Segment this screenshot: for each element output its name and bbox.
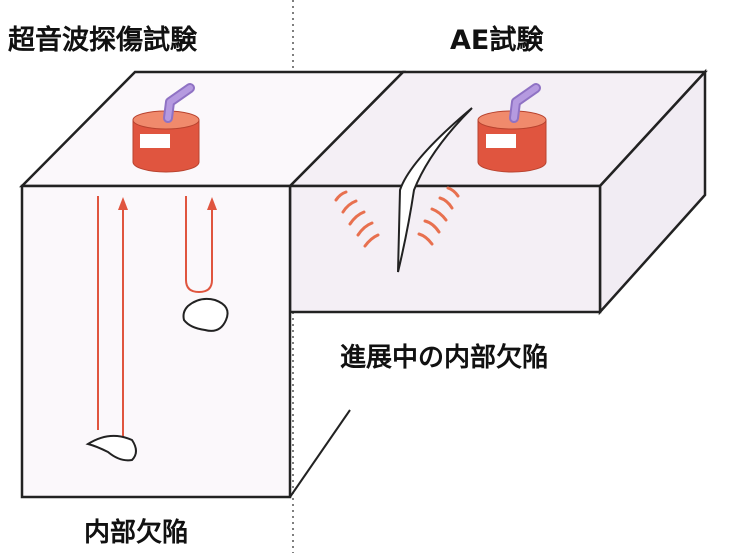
internal-defect-label: 内部欠陥: [84, 518, 189, 548]
growing-crack-shape: [397, 107, 473, 273]
internal-defect-shape: [182, 297, 229, 332]
left-block-front: [20, 184, 292, 499]
ae-test-title: AE試験: [450, 25, 544, 56]
ae-wave-icon: [334, 186, 460, 248]
internal-defect-bottom-shape: [85, 434, 137, 462]
ultrasonic-test-title: 超音波探傷試験: [8, 25, 197, 56]
ae-sensor-icon: [477, 83, 547, 173]
growing-defect-label: 進展中の内部欠陥: [340, 343, 549, 373]
right-block-front: [288, 184, 602, 314]
ultrasonic-wave-arrows: [97, 196, 217, 438]
hidden-edge-line: [289, 409, 351, 498]
ultrasonic-transducer-icon: [132, 83, 200, 173]
